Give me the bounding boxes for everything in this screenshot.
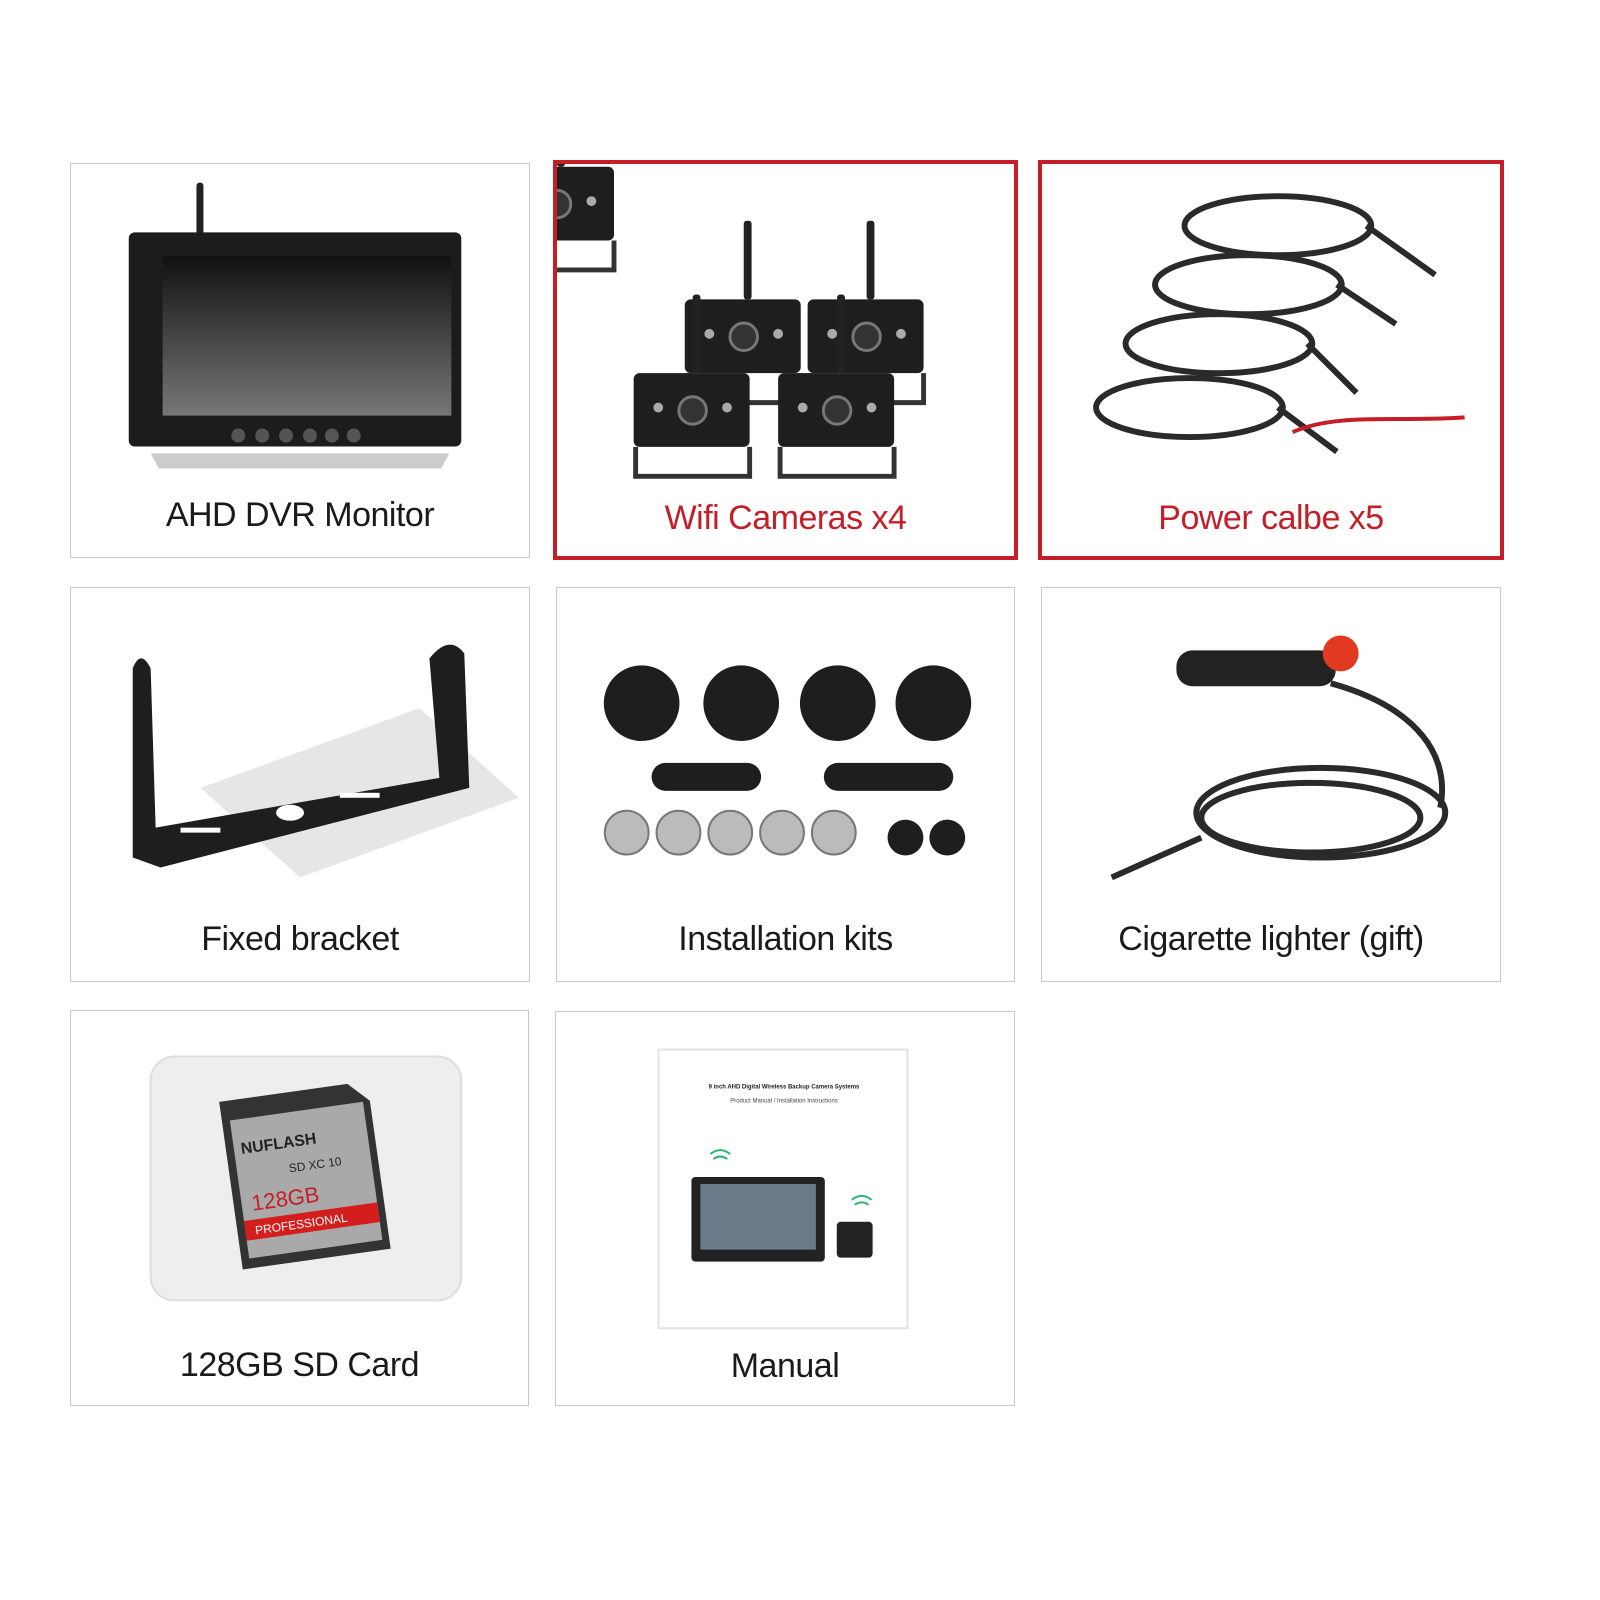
- cigarette-lighter-icon: [1110, 635, 1449, 881]
- item-cigarette-lighter: Cigarette lighter (gift): [1041, 587, 1501, 982]
- item-label: 128GB SD Card: [179, 1346, 420, 1384]
- bracket-icon: [132, 644, 520, 878]
- item-label: Cigarette lighter (gift): [1118, 920, 1424, 958]
- manual-icon: 9 inch AHD Digital Wireless Backup Camer…: [657, 1048, 909, 1330]
- camera-icon: [557, 164, 1014, 484]
- item-label: Installation kits: [678, 920, 893, 958]
- item-label: Manual: [730, 1347, 840, 1385]
- monitor-icon: [128, 182, 462, 469]
- item-label: Fixed bracket: [201, 920, 399, 958]
- item-label: Power calbe x5: [1158, 499, 1384, 537]
- item-manual: 9 inch AHD Digital Wireless Backup Camer…: [555, 1011, 1015, 1406]
- sd-card-icon: NUFLASH SD XC 10 128GB PROFESSIONAL: [149, 1055, 463, 1302]
- item-wifi-cameras: Wifi Cameras x4: [553, 160, 1018, 560]
- manual-subtitle: Product Manual / Installation Instructio…: [730, 1098, 838, 1104]
- item-sd-card: NUFLASH SD XC 10 128GB PROFESSIONAL 128G…: [70, 1010, 529, 1406]
- item-label: AHD DVR Monitor: [165, 496, 435, 534]
- item-installation-kits: Installation kits: [556, 587, 1015, 982]
- manual-title: 9 inch AHD Digital Wireless Backup Camer…: [709, 1084, 860, 1090]
- item-fixed-bracket: Fixed bracket: [70, 587, 530, 982]
- item-monitor: AHD DVR Monitor: [70, 163, 530, 558]
- item-power-cables: Power calbe x5: [1038, 160, 1504, 560]
- screws-icon: [603, 665, 972, 856]
- item-label: Wifi Cameras x4: [664, 499, 907, 537]
- cable-icon: [1093, 193, 1465, 455]
